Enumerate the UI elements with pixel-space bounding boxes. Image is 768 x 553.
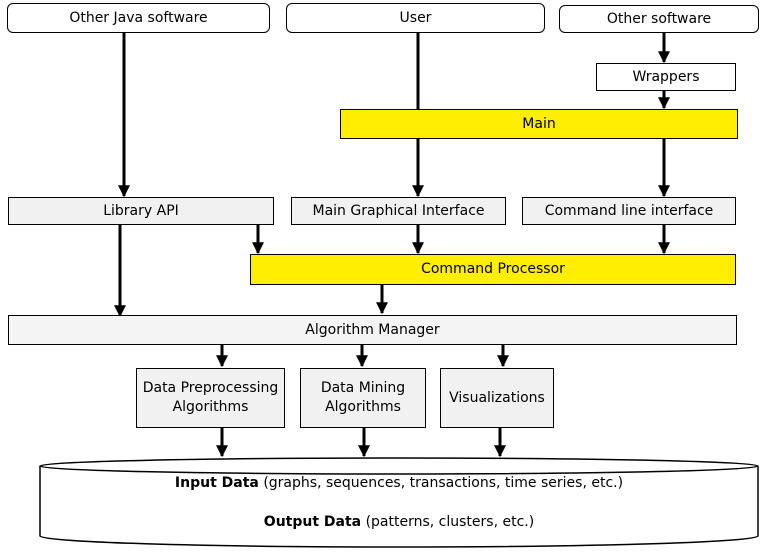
command-processor-label: Command Processor bbox=[421, 261, 565, 278]
output-data-detail: (patterns, clusters, etc.) bbox=[361, 514, 535, 530]
visualizations-box: Visualizations bbox=[440, 368, 554, 428]
input-data-line: Input Data (graphs, sequences, transacti… bbox=[40, 475, 758, 491]
wrappers-box: Wrappers bbox=[596, 63, 736, 91]
main-box: Main bbox=[340, 109, 738, 139]
wrappers-label: Wrappers bbox=[632, 68, 700, 85]
other-software-box: Other software bbox=[559, 5, 759, 33]
data-mining-box: Data Mining Algorithms bbox=[300, 368, 426, 428]
output-data-label: Output Data bbox=[263, 514, 362, 530]
visualizations-label: Visualizations bbox=[449, 389, 545, 406]
user-box: User bbox=[286, 3, 545, 33]
output-data-line: Output Data (patterns, clusters, etc.) bbox=[40, 514, 758, 530]
library-api-box: Library API bbox=[8, 197, 274, 225]
data-preprocessing-box: Data Preprocessing Algorithms bbox=[136, 368, 285, 428]
main-label: Main bbox=[522, 115, 556, 132]
user-label: User bbox=[399, 9, 432, 26]
other-java-software-box: Other Java software bbox=[7, 3, 270, 33]
data-mining-label: Data Mining Algorithms bbox=[320, 380, 406, 415]
cli-label: Command line interface bbox=[544, 202, 714, 219]
input-data-detail: (graphs, sequences, transactions, time s… bbox=[258, 475, 624, 491]
algorithm-manager-box: Algorithm Manager bbox=[8, 315, 737, 345]
other-software-label: Other software bbox=[606, 10, 712, 27]
command-processor-box: Command Processor bbox=[250, 254, 736, 285]
main-gui-box: Main Graphical Interface bbox=[291, 197, 506, 225]
main-gui-label: Main Graphical Interface bbox=[312, 202, 485, 219]
input-data-label: Input Data bbox=[174, 475, 259, 491]
cli-box: Command line interface bbox=[522, 197, 736, 225]
data-preprocessing-label: Data Preprocessing Algorithms bbox=[142, 380, 279, 415]
other-java-software-label: Other Java software bbox=[69, 9, 208, 26]
algorithm-manager-label: Algorithm Manager bbox=[305, 321, 440, 338]
library-api-label: Library API bbox=[103, 202, 179, 219]
data-storage-cylinder bbox=[39, 457, 759, 548]
